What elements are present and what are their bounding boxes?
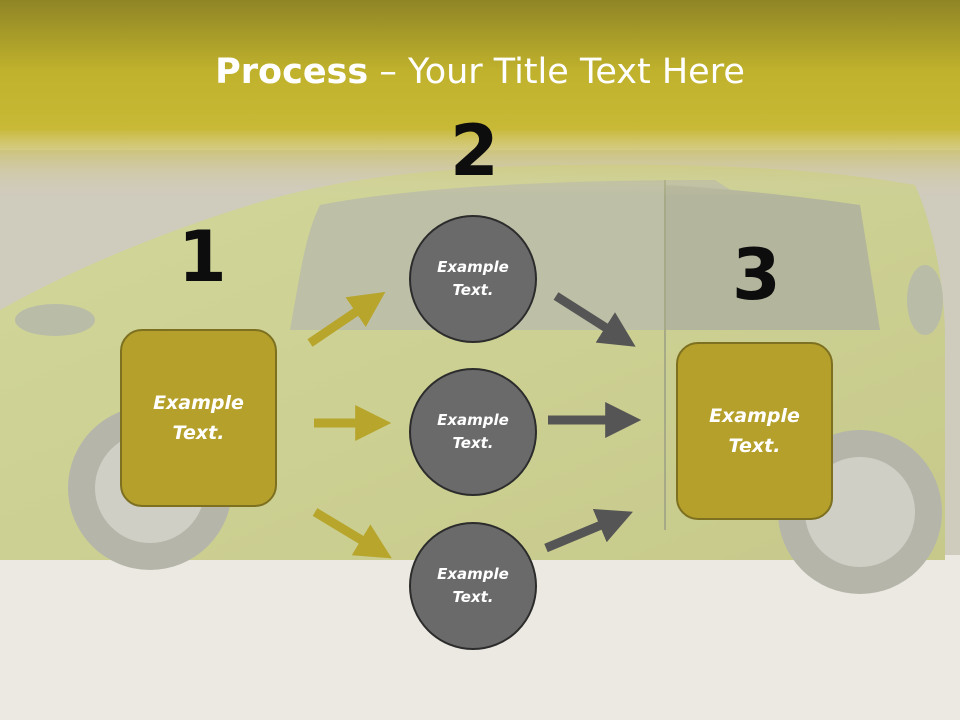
title-bold: Process bbox=[215, 52, 369, 92]
step-1-label: Example Text. bbox=[153, 392, 244, 444]
grey-arrow-up bbox=[544, 509, 633, 553]
olive-arrow-up bbox=[307, 291, 386, 347]
slide-title: Process – Your Title Text Here bbox=[0, 52, 960, 92]
circle-label: Example Text. bbox=[437, 411, 509, 452]
olive-arrow-down bbox=[312, 508, 392, 559]
step-number-2: 2 bbox=[450, 110, 499, 192]
title-rest: – Your Title Text Here bbox=[368, 52, 745, 92]
step-2-circle-middle[interactable]: Example Text. bbox=[409, 368, 537, 496]
step-2-circle-top[interactable]: Example Text. bbox=[409, 215, 537, 343]
step-2-circle-bottom[interactable]: Example Text. bbox=[409, 522, 537, 650]
step-3-label: Example Text. bbox=[709, 405, 800, 457]
step-1-box[interactable]: Example Text. bbox=[120, 329, 277, 507]
circle-label: Example Text. bbox=[437, 258, 509, 299]
grey-arrow-down bbox=[553, 292, 636, 347]
step-number-3: 3 bbox=[732, 234, 781, 316]
step-3-box[interactable]: Example Text. bbox=[676, 342, 833, 520]
circle-label: Example Text. bbox=[437, 565, 509, 606]
step-number-1: 1 bbox=[178, 216, 227, 298]
